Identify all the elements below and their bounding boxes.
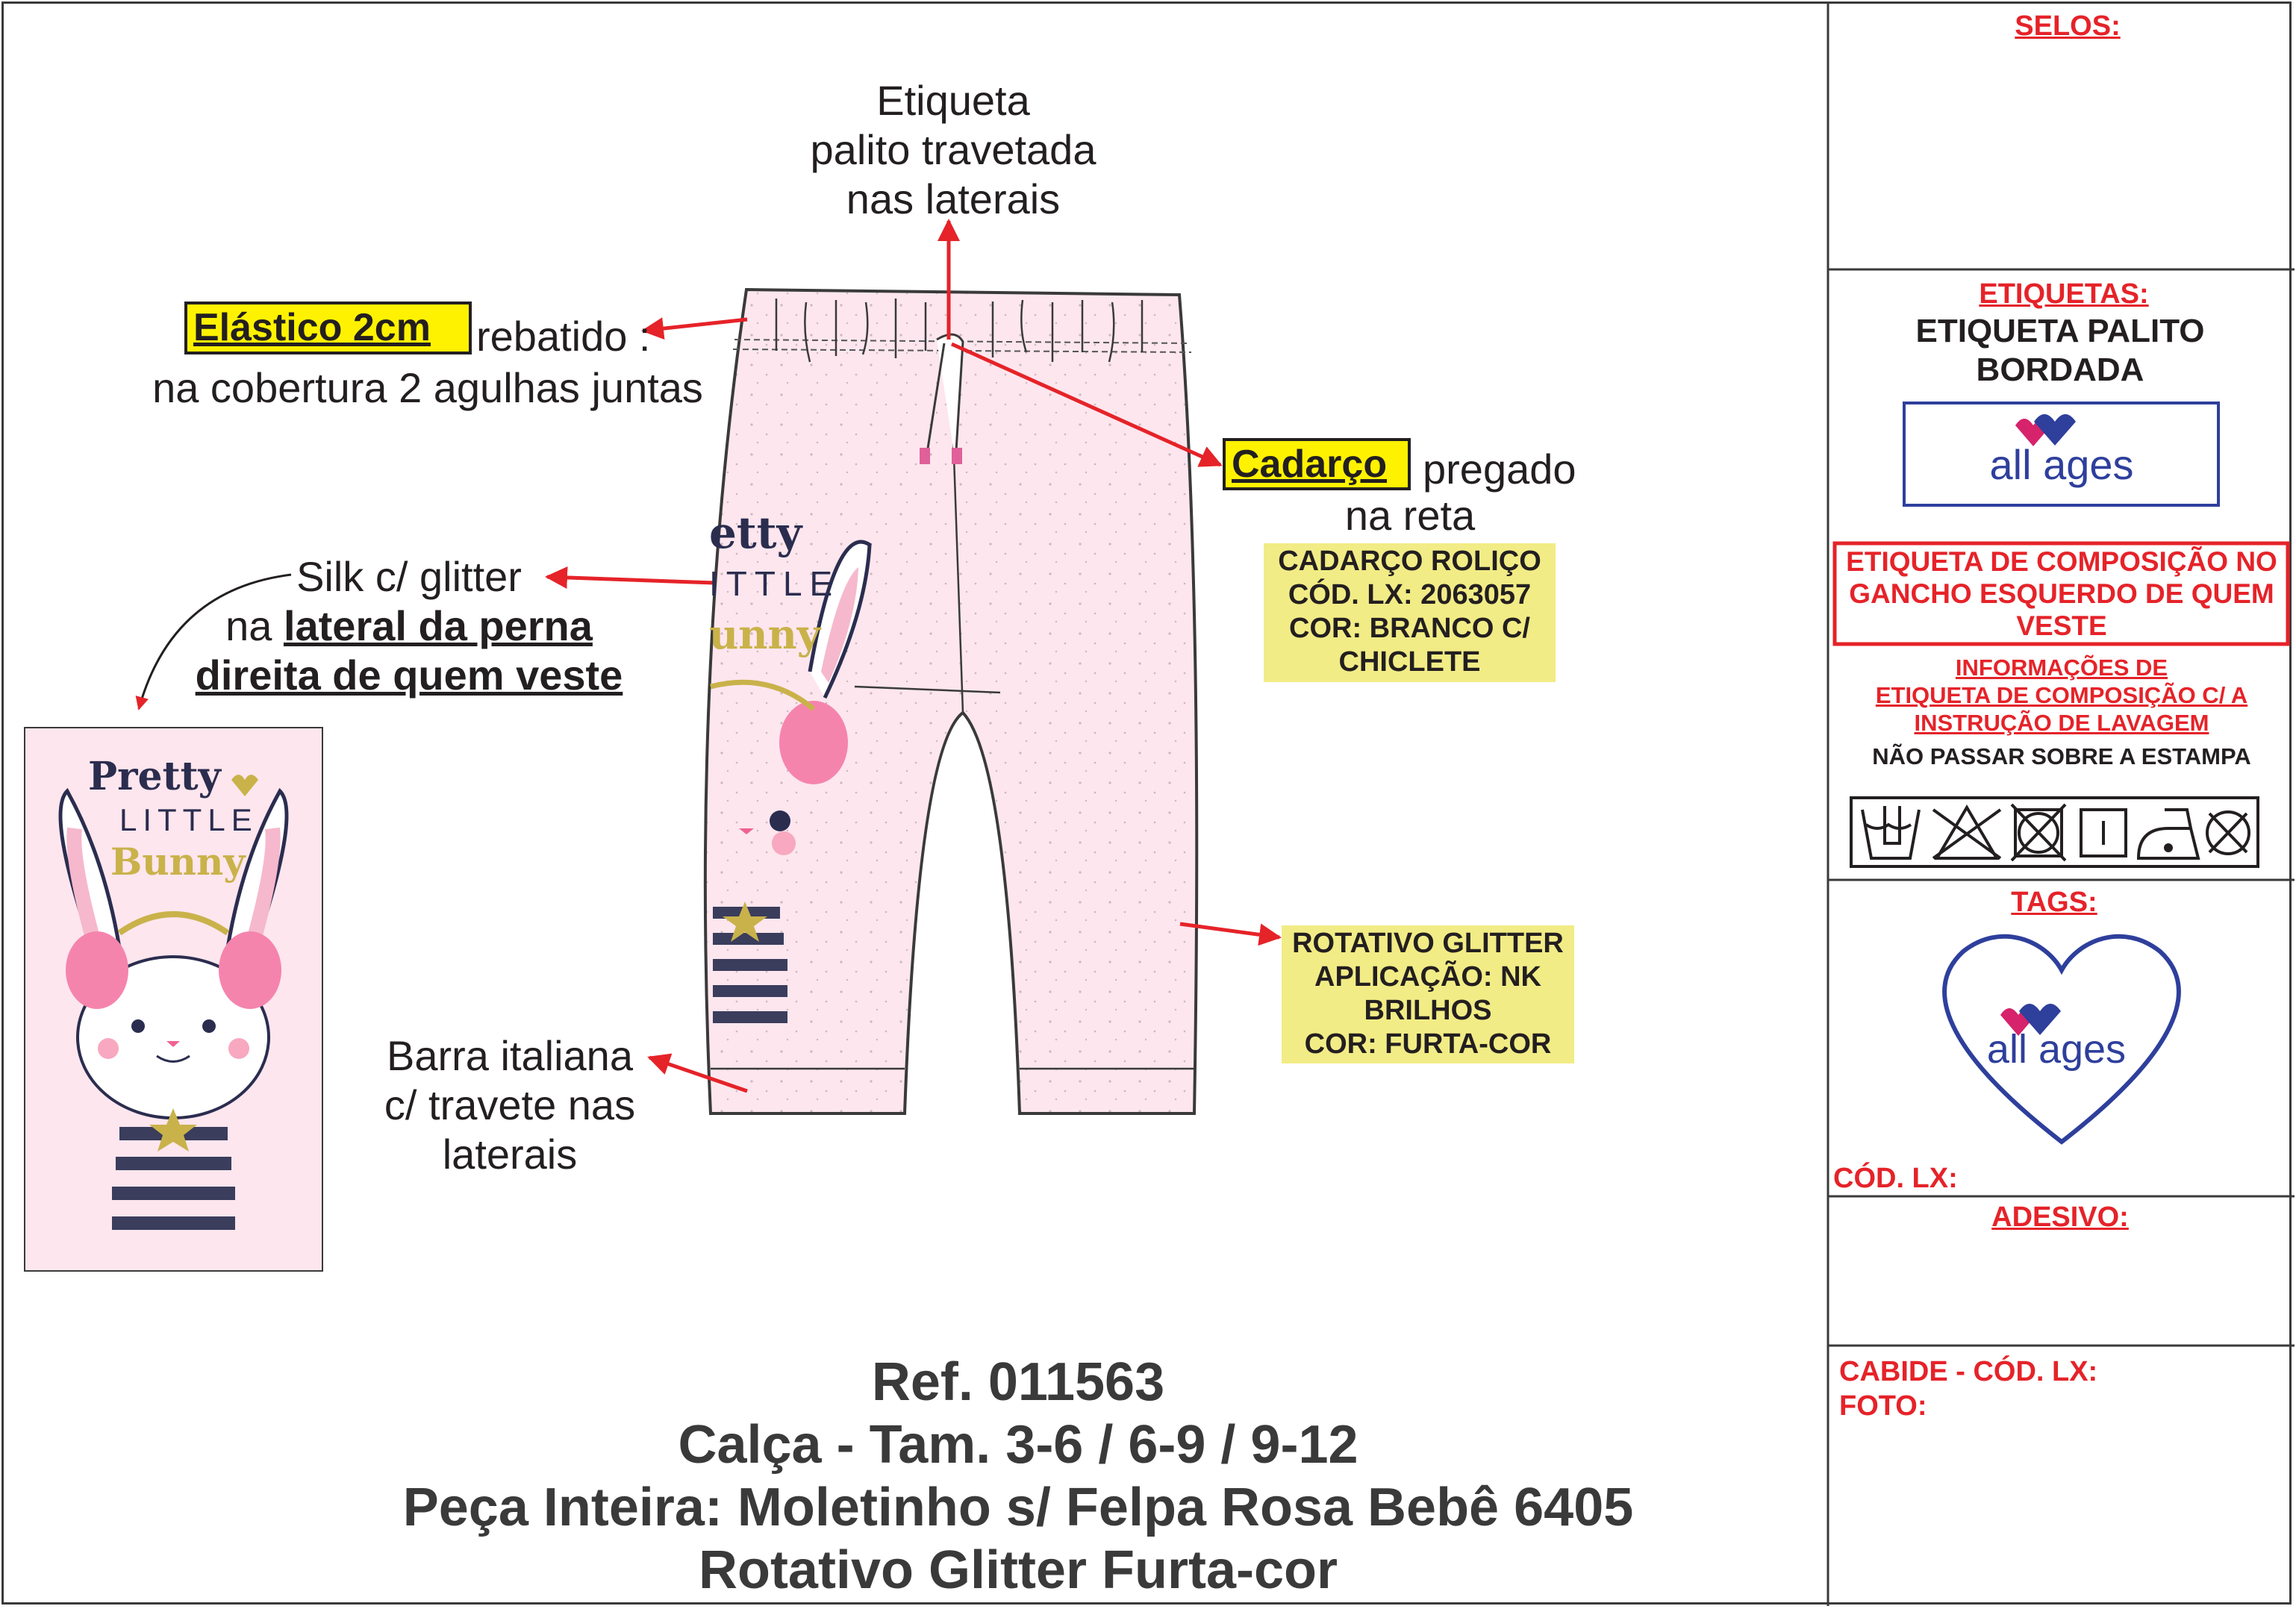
artwork-text: Bunny [110,840,246,884]
annotation-arrows [545,219,1282,1093]
etiquetas-heading: ETIQUETAS: [1979,278,2149,310]
info-line: ETIQUETA DE COMPOSIÇÃO C/ A [1875,682,2248,708]
cadarco-spec-box: CADARÇO ROLIÇO CÓD. LX: 2063057 COR: BRA… [1264,543,1556,682]
pants-drawing [703,287,1199,1115]
elastico-note: rebatido : [476,313,651,360]
info-line: INFORMAÇÕES DE [1955,654,2168,681]
tag-logo-label: all ages [1986,1027,2127,1072]
heart-tag [1942,934,2181,1145]
note-line: nas laterais [846,175,1061,222]
note-line: Etiqueta [876,77,1030,124]
spec-line: COR: FURTA-COR [1304,1028,1552,1060]
spec-line: COR: BRANCO C/ [1289,613,1530,644]
desc-line: BORDADA [1976,352,2144,388]
care-symbols [1850,796,2259,868]
spec-line: BRILHOS [1364,995,1492,1026]
spec-line: CÓD. LX: 2063057 [1288,579,1532,610]
etiqueta-note: Etiqueta palito travetada nas laterais [811,76,1096,224]
cadarco-note-line2: na reta [1344,492,1476,539]
label-box [1903,402,2220,507]
fabric-description: Peça Inteira: Moletinho s/ Felpa Rosa Be… [402,1478,1634,1537]
silk-curved-arrow [135,573,292,710]
note-line: na lateral da perna [196,602,623,651]
artwork-text: Pretty [88,754,221,799]
note-line: Barra italiana [387,1032,633,1079]
adesivo-heading: ADESIVO: [1991,1202,2129,1233]
spec-line: CADARÇO ROLIÇO [1278,546,1541,577]
rotativo-spec-box: ROTATIVO GLITTER APLICAÇÃO: NK BRILHOS C… [1282,925,1574,1063]
pants-print-text: etty [709,507,802,558]
note-line: c/ travete nas [384,1081,636,1128]
spec-line: APLICAÇÃO: NK [1314,961,1541,993]
note-line: laterais [442,1131,578,1178]
spec-line: CHICLETE [1338,646,1481,678]
ironing-warning: NÃO PASSAR SOBRE A ESTAMPA [1872,743,2251,769]
note-line: VESTE [2016,610,2107,641]
cadarco-note: pregado [1423,446,1576,493]
tags-heading: TAGS: [2011,887,2097,918]
elastico-highlight: Elástico 2cm [184,302,472,354]
note-line: GANCHO ESQUERDO DE QUEM [1849,578,2274,609]
reference-number: Ref. 011563 [871,1352,1165,1412]
note-line: Silk c/ glitter [296,553,522,600]
cadarco-highlight: Cadarço [1223,438,1411,490]
etiqueta-description: ETIQUETA PALITO BORDADA [1915,312,2204,390]
cod-lx-label: CÓD. LX: [1833,1163,1958,1194]
composition-note: ETIQUETA DE COMPOSIÇÃO NO GANCHO ESQUERD… [1846,546,2277,642]
composition-info: INFORMAÇÕES DE ETIQUETA DE COMPOSIÇÃO C/… [1876,654,2247,737]
artwork-text: LITTLE [119,802,258,837]
barra-note: Barra italiana c/ travete nas laterais [384,1031,635,1179]
spec-line: ROTATIVO GLITTER [1292,928,1564,959]
info-line: INSTRUÇÃO DE LAVAGEM [1914,710,2209,736]
note-text-underlined: lateral da perna [283,602,593,649]
note-text: na [225,602,284,649]
note-text-underlined: direita de quem veste [195,652,623,699]
pants-print-text: unny [709,610,821,658]
pants-print [710,540,872,1023]
cabide-block: CABIDE - CÓD. LX: FOTO: [1839,1355,2097,1423]
desc-line: ETIQUETA PALITO [1915,313,2205,349]
title-block: Ref. 011563 Calça - Tam. 3-6 / 6-9 / 9-1… [403,1351,1634,1602]
foto-label: FOTO: [1839,1390,1927,1422]
selos-heading: SELOS: [2015,10,2121,42]
note-line: palito travetada [810,126,1096,173]
elastico-note-line2: na cobertura 2 agulhas juntas [152,364,703,411]
silk-note: Silk c/ glitter na lateral da perna dire… [196,552,623,700]
artwork-panel [24,727,323,1272]
composition-box [1832,541,2290,646]
pants-print-text: ITTLE [709,564,840,603]
product-sizes: Calça - Tam. 3-6 / 6-9 / 9-12 [678,1415,1358,1475]
brand-logo-label: all ages [1989,441,2134,488]
cabide-label: CABIDE - CÓD. LX: [1839,1356,2098,1387]
right-panel-dividers [1826,1,2295,1606]
print-description: Rotativo Glitter Furta-cor [698,1540,1338,1600]
note-line: ETIQUETA DE COMPOSIÇÃO NO [1846,546,2277,577]
